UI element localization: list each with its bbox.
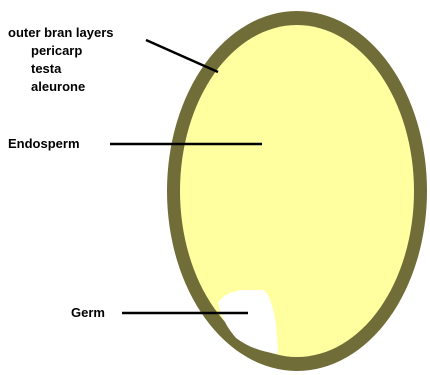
outer-bran-layers-label: outer bran layers: [8, 24, 114, 41]
germ-label: Germ: [71, 304, 105, 321]
outer-bran-leader-line: [146, 40, 218, 72]
endosperm-shape: [180, 25, 414, 357]
testa-label: testa: [31, 60, 61, 77]
endosperm-label: Endosperm: [8, 135, 80, 152]
pericarp-label: pericarp: [31, 42, 82, 59]
aleurone-label: aleurone: [31, 78, 85, 95]
germ-shape: [218, 290, 278, 354]
